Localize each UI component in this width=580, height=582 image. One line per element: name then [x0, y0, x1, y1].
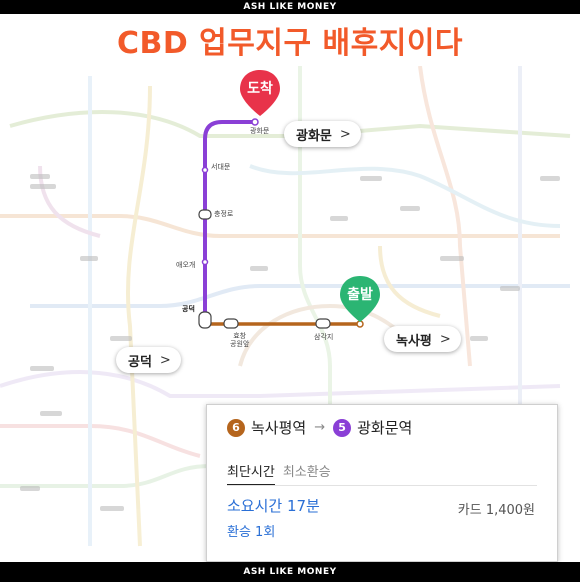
chevron-right-icon: >	[159, 352, 171, 368]
headline: CBD 업무지구 배후지이다	[116, 26, 464, 61]
line-6-badge: 6	[227, 418, 245, 437]
chevron-right-icon: >	[339, 126, 351, 142]
station-label-gwanghwamun: 광화문	[250, 127, 270, 135]
destination-station-pill[interactable]: 광화문 >	[284, 121, 361, 147]
station-label-seodaemun: 서대문	[211, 163, 231, 171]
subway-map[interactable]: 광화문 서대문 충정로 애오개 공덕 효창 공원앞 삼각지 도착 출발	[0, 66, 580, 562]
fare: 카드 1,400원	[457, 503, 535, 518]
station-label-aeogae: 애오개	[176, 261, 196, 269]
from-station: 녹사평역	[251, 419, 307, 437]
transfer-count: 환승 1회	[227, 525, 276, 540]
station-label-gongdeok: 공덕	[182, 305, 195, 313]
origin-station-name: 녹사평	[396, 333, 432, 349]
arrow-right-icon: →	[314, 420, 326, 435]
arrival-marker-label: 도착	[247, 81, 273, 97]
station-label-hyochang: 효창 공원앞	[230, 332, 250, 348]
chevron-right-icon: >	[439, 331, 451, 347]
tab-shortest-time[interactable]: 최단시간	[227, 461, 275, 486]
map-pin-icon	[340, 276, 380, 322]
gongdeok-station-name: 공덕	[128, 354, 152, 370]
station-label-chungjeongno: 충정로	[214, 210, 234, 218]
to-station: 광화문역	[357, 419, 413, 437]
tab-fewest-transfers[interactable]: 최소환승	[282, 465, 331, 480]
divider	[227, 485, 537, 486]
route-info-card[interactable]: 6 녹사평역 → 5 광화문역 최단시간 최소환승 소요시간 17분 환승 1회…	[206, 404, 558, 562]
route-tabs: 최단시간 최소환승	[227, 461, 331, 486]
travel-duration: 소요시간 17분	[227, 497, 320, 515]
line-5-badge: 5	[333, 418, 352, 437]
watermark-top: ASH LIKE MONEY	[243, 2, 337, 12]
station-label-samgakji: 삼각지	[314, 333, 334, 341]
map-pin-icon	[240, 70, 280, 116]
watermark-bottom: ASH LIKE MONEY	[243, 567, 337, 577]
route-summary: 6 녹사평역 → 5 광화문역	[227, 417, 412, 438]
departure-marker-label: 출발	[347, 287, 373, 303]
origin-station-pill[interactable]: 녹사평 >	[384, 326, 461, 352]
departure-marker[interactable]: 출발	[338, 274, 382, 326]
gongdeok-station-pill[interactable]: 공덕 >	[116, 347, 181, 373]
destination-station-name: 광화문	[296, 128, 332, 144]
main-canvas: CBD 업무지구 배후지이다	[0, 14, 580, 562]
arrival-marker[interactable]: 도착	[238, 68, 282, 120]
